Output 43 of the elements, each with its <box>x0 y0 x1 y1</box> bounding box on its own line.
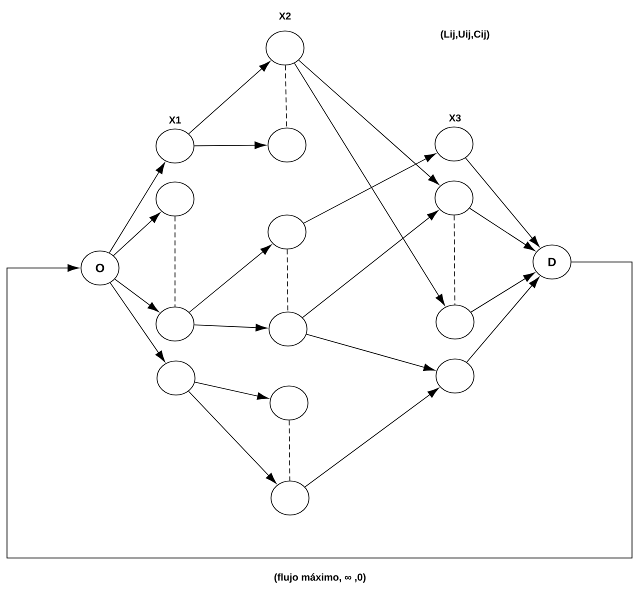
edge-label: (flujo máximo, ∞ ,0) <box>272 572 368 584</box>
arrow <box>466 276 540 363</box>
empty-circle <box>270 480 310 516</box>
empty-circle <box>434 180 474 216</box>
empty-circle <box>436 358 474 394</box>
arrow <box>113 212 160 256</box>
arrow <box>108 162 165 254</box>
arrow <box>188 244 272 313</box>
arrow <box>306 334 435 372</box>
empty-circle <box>268 128 306 162</box>
arrow <box>298 60 440 185</box>
dashed-line <box>284 65 288 128</box>
empty-circle <box>156 182 194 216</box>
arrow <box>469 208 536 252</box>
arrow <box>110 282 166 362</box>
dashed-line <box>288 420 290 481</box>
arrow <box>194 142 266 150</box>
arrow <box>294 62 445 306</box>
arrow <box>188 61 270 134</box>
empty-circle <box>156 306 194 342</box>
dashed-line <box>286 249 288 312</box>
arrow <box>304 388 439 488</box>
arrow <box>470 272 535 313</box>
empty-circle <box>266 30 304 66</box>
empty-circle <box>268 312 308 346</box>
empty-circle <box>156 128 194 164</box>
arrow <box>114 278 159 312</box>
arrow <box>465 158 540 247</box>
arrow <box>302 210 438 318</box>
empty-circle <box>268 214 306 250</box>
arrow <box>194 324 268 332</box>
arrow <box>188 390 276 484</box>
column-label: X2 <box>278 12 291 20</box>
empty-circle <box>270 386 308 420</box>
arrow <box>194 382 269 400</box>
empty-circle <box>156 360 196 396</box>
empty-circle <box>434 126 474 162</box>
loop-arrow <box>6 262 632 558</box>
empty-circle <box>436 304 474 340</box>
annotation: (Lij,Uij,Cij) <box>440 30 490 40</box>
dashed-line <box>174 216 176 307</box>
dashed-line <box>454 215 456 305</box>
arrow <box>303 153 436 224</box>
